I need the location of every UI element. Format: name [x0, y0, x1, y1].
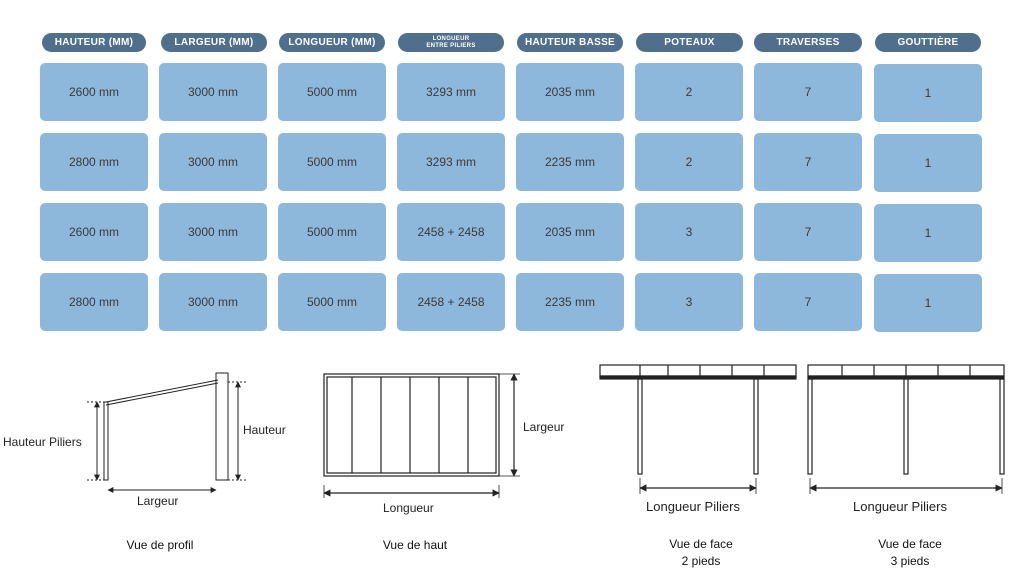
header-longueur-line1: LONGUEUR: [432, 35, 470, 42]
table-cell: 5000 mm: [278, 133, 386, 191]
table-cell: 5000 mm: [278, 203, 386, 261]
table-cell: 2235 mm: [516, 273, 624, 331]
table-cell: 3000 mm: [159, 273, 267, 331]
label-longueur-piliers-2: Longueur Piliers: [646, 499, 740, 514]
table-cell: 2458 + 2458: [397, 273, 505, 331]
diagrams-svg: Hauteur Piliers Hauteur Largeur Largeur …: [3, 364, 1005, 515]
profile-view-diagram: [87, 372, 246, 493]
table-cell: 2: [635, 63, 743, 121]
table-cell: 5000 mm: [278, 273, 386, 331]
label-longueur-piliers-3: Longueur Piliers: [853, 499, 947, 514]
front-view-3-feet-diagram: [807, 364, 1005, 494]
table-cell: 1: [874, 64, 982, 122]
table-cell: 7: [754, 203, 862, 261]
header-gouttiere: GOUTTIÈRE: [875, 33, 981, 52]
caption-vue-de-face-3-line2: 3 pieds: [890, 554, 930, 568]
table-cell: 3: [635, 203, 743, 261]
table-cell: 3000 mm: [159, 133, 267, 191]
table-cell: 2035 mm: [516, 203, 624, 261]
table-cell: 1: [874, 134, 982, 192]
header-hauteur-basse: HAUTEUR BASSE: [517, 33, 623, 52]
caption-vue-de-face-3-line1: Vue de face: [878, 537, 942, 551]
table-cell: 2: [635, 133, 743, 191]
table-cell: 2458 + 2458: [397, 203, 505, 261]
label-largeur-profil: Largeur: [137, 494, 178, 508]
caption-vue-de-face-2-line1: Vue de face: [669, 537, 733, 551]
header-hauteur: HAUTEUR (MM): [42, 33, 146, 52]
header-longueur: LONGUEUR (MM): [279, 33, 385, 52]
table-cell: 5000 mm: [278, 63, 386, 121]
table-cell: 3: [635, 273, 743, 331]
label-largeur-haut: Largeur: [523, 420, 564, 434]
front-view-2-feet-diagram: [599, 364, 797, 494]
table-cell: 2600 mm: [40, 63, 148, 121]
table-cell: 7: [754, 63, 862, 121]
table-cell: 1: [874, 274, 982, 332]
table-cell: 2800 mm: [40, 273, 148, 331]
caption-vue-de-haut: Vue de haut: [382, 538, 448, 552]
caption-vue-de-face-2: Vue de face 2 pieds: [641, 537, 761, 568]
caption-vue-de-face-2-line2: 2 pieds: [681, 554, 721, 568]
table-cell: 7: [754, 273, 862, 331]
header-longueur-entre-piliers: LONGUEUR ENTRE PILIERS: [398, 33, 504, 52]
label-longueur: Longueur: [383, 501, 434, 515]
header-longueur-line2: ENTRE PILIERS: [426, 42, 476, 49]
header-traverses: TRAVERSES: [754, 33, 862, 52]
caption-vue-de-face-3: Vue de face 3 pieds: [850, 537, 970, 568]
top-view-diagram: [323, 373, 520, 498]
label-hauteur: Hauteur: [243, 423, 286, 437]
table-cell: 2035 mm: [516, 63, 624, 121]
table-cell: 3000 mm: [159, 63, 267, 121]
table-cell: 3000 mm: [159, 203, 267, 261]
table-cell: 2600 mm: [40, 203, 148, 261]
header-poteaux: POTEAUX: [636, 33, 743, 52]
table-cell: 2800 mm: [40, 133, 148, 191]
label-hauteur-piliers: Hauteur Piliers: [3, 435, 82, 449]
table-cell: 7: [754, 133, 862, 191]
table-cell: 1: [874, 204, 982, 262]
table-cell: 2235 mm: [516, 133, 624, 191]
caption-vue-de-profil: Vue de profil: [126, 538, 194, 552]
table-cell: 3293 mm: [397, 133, 505, 191]
table-cell: 3293 mm: [397, 63, 505, 121]
header-largeur: LARGEUR (MM): [161, 33, 267, 52]
